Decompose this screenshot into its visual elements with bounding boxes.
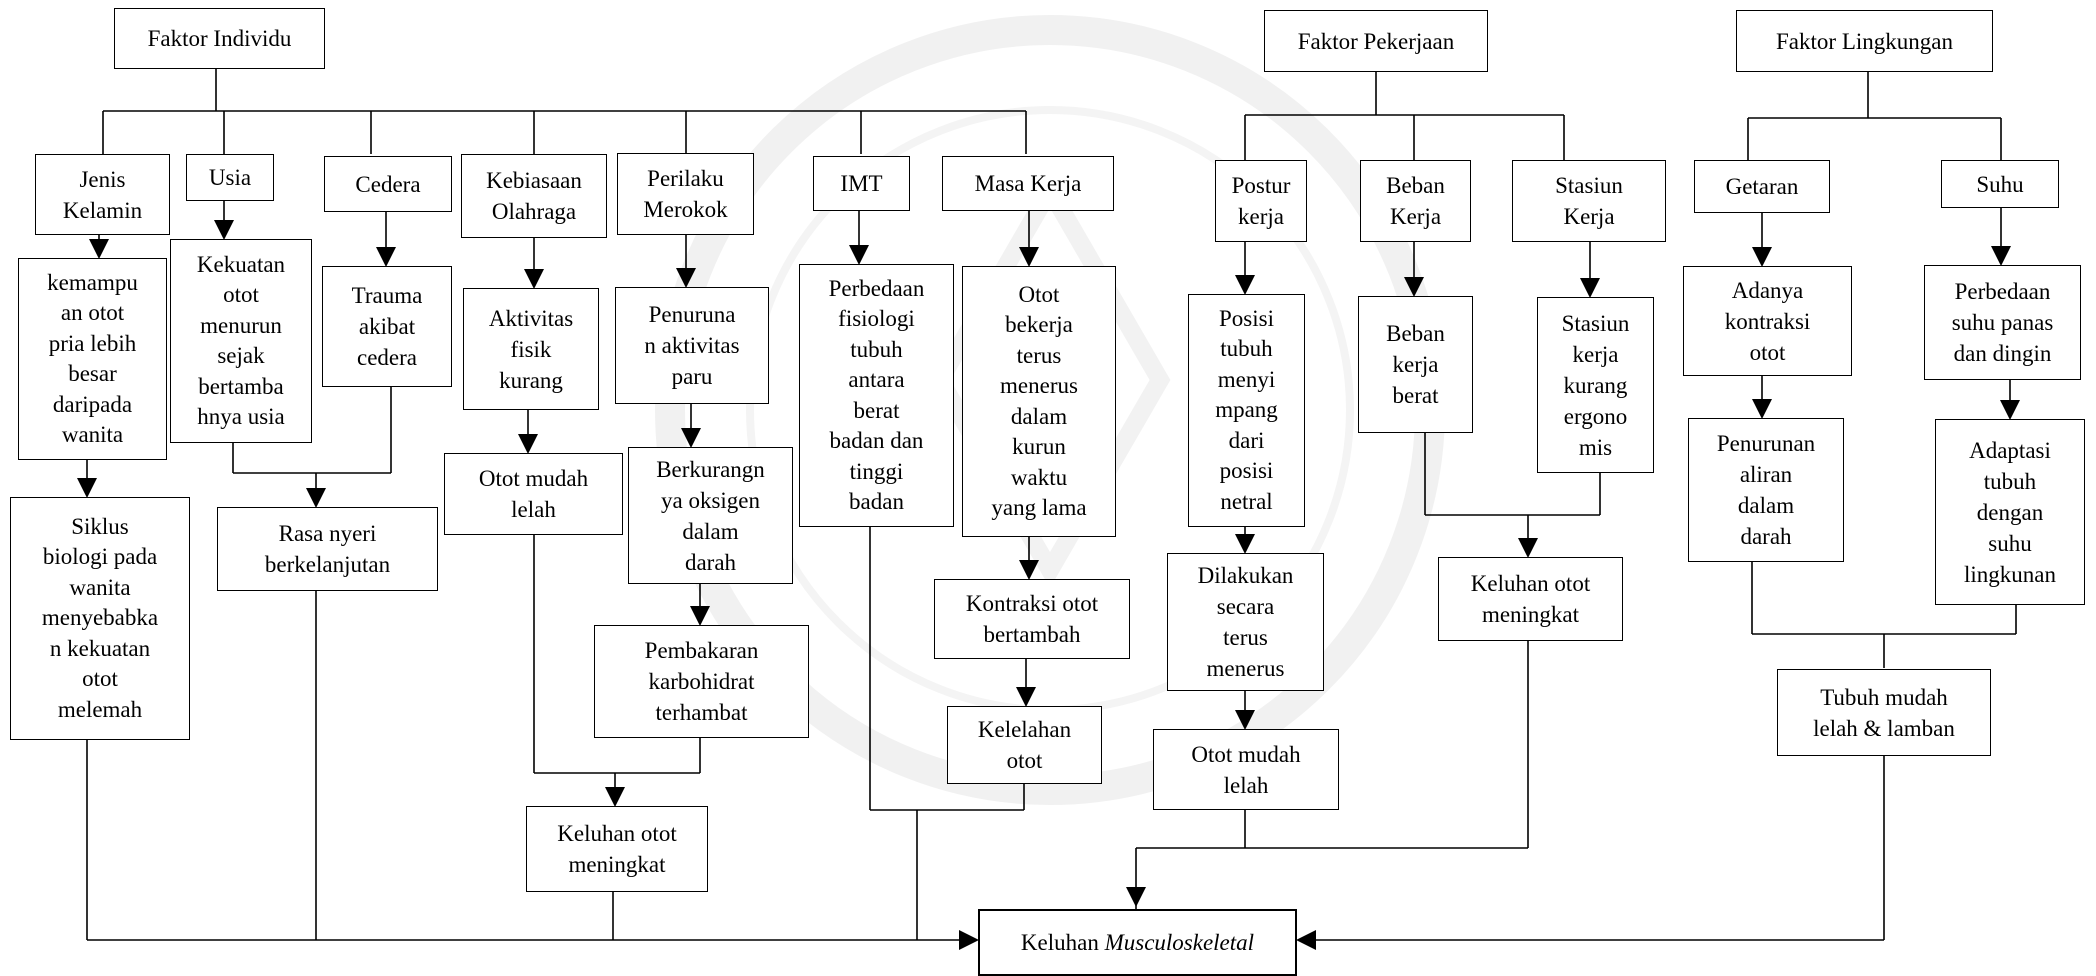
node-beban-kerja: Beban Kerja [1360,160,1471,242]
effect-masa-kerja: Otot bekerja terus menerus dalam kurun w… [962,266,1116,537]
effect-cedera: Trauma akibat cedera [322,266,452,387]
outcome-siklus-biologi: Siklus biologi pada wanita menyebabka n … [10,497,190,740]
node-perilaku-merokok: Perilaku Merokok [617,153,754,235]
effect-terus-menerus: Dilakukan secara terus menerus [1167,553,1324,691]
effect-merokok-karbohidrat: Pembakaran karbohidrat terhambat [594,625,809,738]
effect-kelelahan-otot: Kelelahan otot [947,706,1102,784]
node-stasiun-kerja: Stasiun Kerja [1512,160,1666,242]
node-keluhan-otot-pekerjaan: Keluhan otot meningkat [1438,557,1623,641]
node-getaran: Getaran [1694,160,1830,213]
outcome-otot-mudah-lelah: Otot mudah lelah [444,453,623,535]
effect-imt: Perbedaan fisiologi tubuh antara berat b… [799,264,954,527]
final-label-emphasis: Musculoskeletal [1104,930,1255,955]
factor-pekerjaan: Faktor Pekerjaan [1264,10,1488,72]
effect-jenis-kelamin: kemampu an otot pria lebih besar daripad… [18,258,167,460]
effect-aliran-darah: Penurunan aliran dalam darah [1688,418,1844,562]
effect-posisi-tubuh: Posisi tubuh menyi mpang dari posisi net… [1188,294,1305,527]
effect-merokok-oksigen: Berkurangn ya oksigen dalam darah [628,447,793,584]
effect-adaptasi-tubuh: Adaptasi tubuh dengan suhu lingkunan [1935,419,2085,605]
node-usia: Usia [186,154,274,201]
effect-otot-mudah-lelah-kerja: Otot mudah lelah [1153,729,1339,810]
final-keluhan-musculoskeletal: Keluhan Musculoskeletal [978,909,1297,976]
effect-olahraga: Aktivitas fisik kurang [463,288,599,410]
effect-kontraksi-otot: Kontraksi otot bertambah [934,579,1130,659]
node-rasa-nyeri: Rasa nyeri berkelanjutan [217,507,438,591]
node-suhu: Suhu [1941,160,2059,208]
node-cedera: Cedera [324,156,452,212]
effect-merokok-paru: Penuruna n aktivitas paru [615,287,769,404]
effect-kontraksi: Adanya kontraksi otot [1683,266,1852,376]
node-keluhan-otot-individu: Keluhan otot meningkat [526,806,708,892]
node-kebiasaan-olahraga: Kebiasaan Olahraga [461,154,607,238]
node-jenis-kelamin: Jenis Kelamin [35,154,170,235]
node-tubuh-mudah-lelah: Tubuh mudah lelah & lamban [1777,669,1991,756]
effect-stasiun-kurang-ergonomis: Stasiun kerja kurang ergono mis [1537,297,1654,473]
node-postur-kerja: Postur kerja [1215,160,1307,242]
final-label-prefix: Keluhan [1020,930,1105,955]
effect-suhu-panas-dingin: Perbedaan suhu panas dan dingin [1924,265,2081,380]
factor-individu: Faktor Individu [114,8,325,69]
node-imt: IMT [813,156,910,211]
factor-lingkungan: Faktor Lingkungan [1736,10,1993,72]
effect-usia: Kekuatan otot menurun sejak bertamba hny… [170,239,312,443]
node-masa-kerja: Masa Kerja [942,156,1114,211]
effect-beban-kerja-berat: Beban kerja berat [1358,296,1473,433]
